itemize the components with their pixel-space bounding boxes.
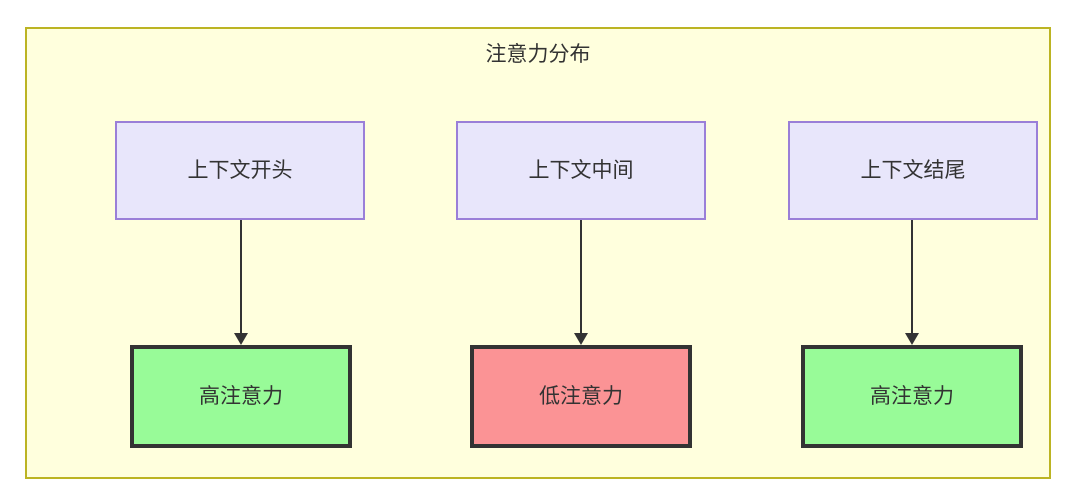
node-context-start-label: 上下文开头 bbox=[187, 158, 293, 182]
node-context-middle-label: 上下文中间 bbox=[528, 158, 634, 182]
node-context-middle[interactable]: 上下文中间 bbox=[456, 121, 706, 220]
arrow-context-middle-to-low-attention bbox=[574, 220, 588, 345]
node-high-attention-start-label: 高注意力 bbox=[199, 384, 283, 408]
node-high-attention-end-label: 高注意力 bbox=[870, 384, 954, 408]
arrowhead-icon bbox=[905, 333, 919, 345]
diagram-title: 注意力分布 bbox=[485, 43, 591, 66]
node-context-start[interactable]: 上下文开头 bbox=[115, 121, 365, 220]
arrowhead-icon bbox=[574, 333, 588, 345]
attention-distribution-subgraph: 注意力分布 上下文开头 上下文中间 上下文结尾 高注意力 低注意力 高注 bbox=[25, 27, 1051, 479]
node-context-end-label: 上下文结尾 bbox=[860, 158, 966, 182]
node-low-attention-middle[interactable]: 低注意力 bbox=[470, 345, 692, 448]
arrow-context-start-to-high-attention bbox=[234, 220, 248, 345]
node-context-end[interactable]: 上下文结尾 bbox=[788, 121, 1038, 220]
arrow-context-end-to-high-attention bbox=[905, 220, 919, 345]
node-low-attention-middle-label: 低注意力 bbox=[539, 384, 623, 408]
node-high-attention-start[interactable]: 高注意力 bbox=[130, 345, 352, 448]
arrowhead-icon bbox=[234, 333, 248, 345]
node-high-attention-end[interactable]: 高注意力 bbox=[801, 345, 1023, 448]
